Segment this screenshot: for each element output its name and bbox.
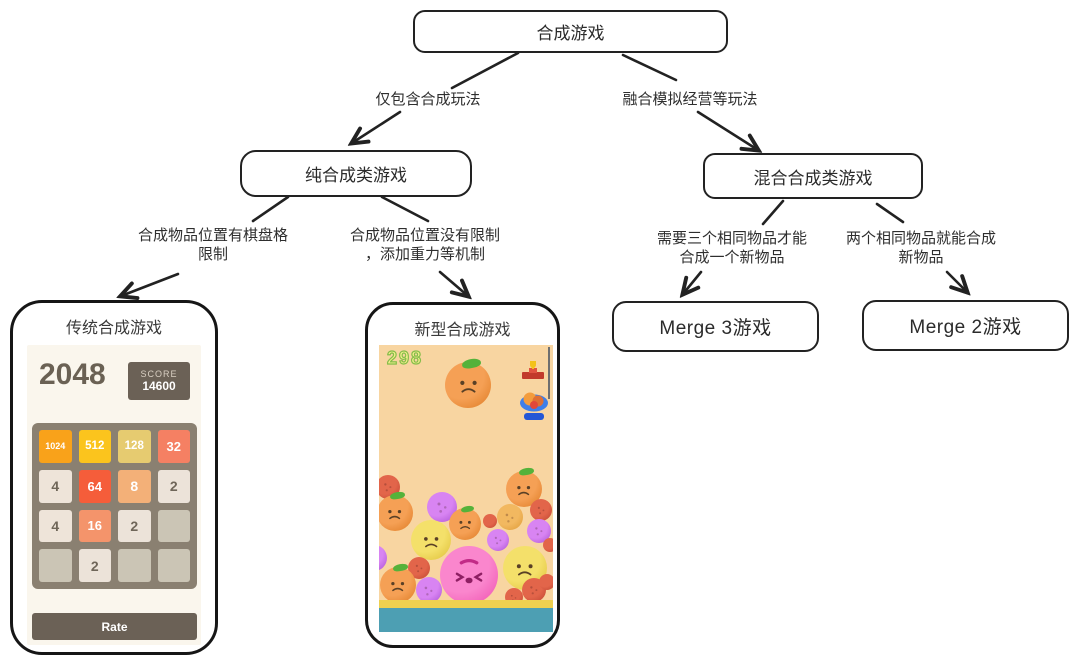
tile-16: 16 xyxy=(78,509,111,543)
tile-2: 2 xyxy=(157,469,190,503)
fruit-orange xyxy=(380,563,416,603)
edge-root-pure-arrow xyxy=(352,110,402,143)
tile-2: 2 xyxy=(118,509,151,543)
screen-fruit-merge: 298 xyxy=(379,345,553,632)
edge-hybrid-merge2-seg xyxy=(875,202,905,224)
edge-pure-new-arrow xyxy=(438,270,468,296)
fruit-tomato xyxy=(530,499,552,521)
node-merge3-games-label: Merge 3游戏 xyxy=(659,318,772,339)
edge-root-pure-seg xyxy=(450,51,520,90)
edge-hybrid-merge2-arrow xyxy=(945,270,967,292)
edge-pure-traditional-arrow xyxy=(121,272,180,296)
tile-4: 4 xyxy=(39,509,72,543)
logo-2048: 2048 xyxy=(39,358,106,391)
node-hybrid-merge-games-label: 混合合成类游戏 xyxy=(753,168,873,188)
edge-root-hybrid-seg xyxy=(621,53,678,82)
fruit-grape xyxy=(379,545,387,571)
edge-pure-traditional-seg xyxy=(251,195,290,223)
water-bar xyxy=(379,608,553,632)
fruit-orange xyxy=(379,491,413,531)
edge-hybrid-merge3-arrow xyxy=(683,270,703,294)
tile-32: 32 xyxy=(157,430,190,463)
tile-empty xyxy=(39,549,72,582)
fruit-game-score: 298 xyxy=(386,347,424,368)
node-pure-merge-games: 纯合成类游戏 xyxy=(240,150,472,197)
screen-border-line xyxy=(548,347,550,399)
tile-1024: 1024 xyxy=(39,430,72,463)
floor-line xyxy=(379,600,553,608)
node-pure-merge-games-label: 纯合成类游戏 xyxy=(305,166,407,185)
score-label: SCORE xyxy=(140,369,178,379)
phone-new-merge-game: 新型合成游戏 298 xyxy=(365,302,560,648)
phone-new-title: 新型合成游戏 xyxy=(414,322,511,339)
edge-label-only-merge: 仅包含合成玩法 xyxy=(375,91,481,108)
edge-label-fused-simulation: 融合模拟经营等玩法 xyxy=(622,91,758,108)
leaderboard-icon xyxy=(522,361,544,379)
tile-512: 512 xyxy=(78,430,111,463)
fruit-orange xyxy=(445,357,491,408)
fruit-grape xyxy=(416,577,442,603)
node-merge3-games: Merge 3游戏 xyxy=(612,301,819,352)
fruit-tomato xyxy=(543,538,553,552)
score-value: 14600 xyxy=(142,379,176,393)
fruit-lemon xyxy=(411,520,451,560)
edge-hybrid-merge3-seg xyxy=(761,199,785,226)
fruit-peach xyxy=(440,546,498,604)
tile-empty xyxy=(157,509,190,543)
tile-64: 64 xyxy=(78,469,111,503)
edge-label-two-items: 两个相同物品就能合成 新物品 xyxy=(845,230,996,266)
fruit-orange xyxy=(449,504,481,540)
edge-label-no-limit-gravity: 合成物品位置没有限制 ，添加重力等机制 xyxy=(349,227,500,263)
fruit-grape xyxy=(487,529,509,551)
tile-empty xyxy=(118,549,151,582)
challenge-icon xyxy=(520,392,548,420)
edge-label-grid-limit: 合成物品位置有棋盘格 限制 xyxy=(137,227,288,263)
fruit-amber xyxy=(497,504,523,530)
node-merge2-games: Merge 2游戏 xyxy=(862,300,1069,351)
fruit-tomato xyxy=(539,574,553,590)
score-badge: SCORE 14600 xyxy=(128,362,190,400)
edge-label-three-items: 需要三个相同物品才能 合成一个新物品 xyxy=(656,230,807,266)
node-merge-games-label: 合成游戏 xyxy=(536,24,605,43)
edge-pure-new-seg xyxy=(380,195,430,223)
tile-128: 128 xyxy=(118,430,151,463)
edge-root-hybrid-arrow xyxy=(696,110,758,150)
phone-traditional-title: 传统合成游戏 xyxy=(65,320,162,337)
tile-2: 2 xyxy=(78,549,111,582)
node-merge-games: 合成游戏 xyxy=(413,10,728,53)
node-merge2-games-label: Merge 2游戏 xyxy=(909,317,1022,338)
fruit-tomato xyxy=(483,514,497,528)
tile-empty xyxy=(157,549,190,582)
fruit-tomato xyxy=(408,557,430,579)
node-hybrid-merge-games: 混合合成类游戏 xyxy=(703,153,923,199)
rate-button: Rate xyxy=(32,613,197,640)
tile-4: 4 xyxy=(39,469,72,503)
tile-8: 8 xyxy=(118,469,151,503)
